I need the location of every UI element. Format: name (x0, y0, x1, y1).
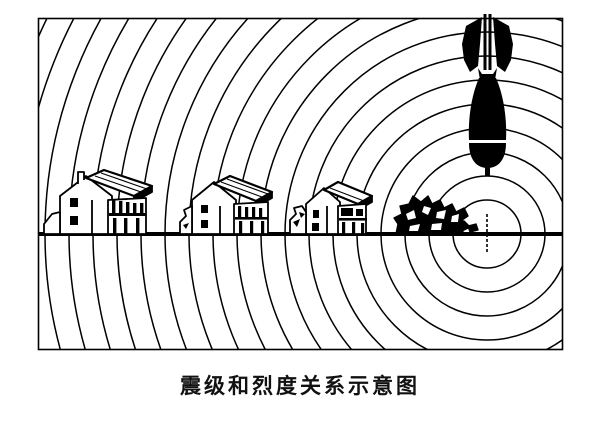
house-1-intact (43, 168, 154, 235)
epicenter-crosshair-icon (467, 214, 507, 254)
bomb-icon (462, 14, 513, 176)
house-3-heavy-damage (289, 180, 374, 235)
figure-frame-border (37, 17, 564, 351)
house-2-light-damage (179, 174, 274, 235)
house-4-collapsed-rubble (393, 195, 479, 235)
